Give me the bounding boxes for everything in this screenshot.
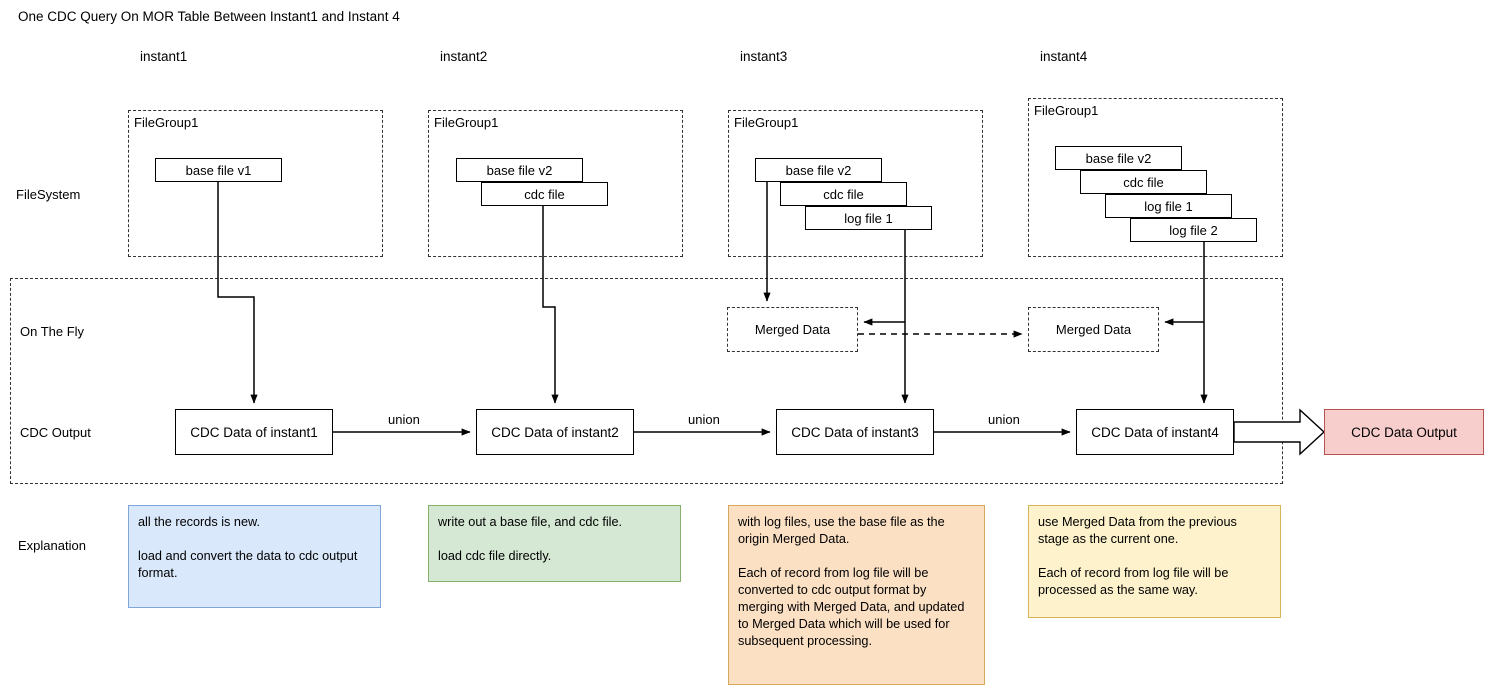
filegroup-container-instant4: FileGroup1	[1028, 98, 1283, 257]
explanation-note-instant4: use Merged Data from the previous stage …	[1028, 505, 1281, 618]
filegroup-label: FileGroup1	[734, 115, 799, 130]
row-label-on-the-fly: On The Fly	[20, 324, 85, 339]
column-label-instant4: instant4	[1040, 49, 1088, 64]
cdc-data-box-instant4[interactable]: CDC Data of instant4	[1076, 409, 1234, 455]
cdc-data-box-instant3[interactable]: CDC Data of instant3	[776, 409, 934, 455]
filegroup-container-instant1: FileGroup1	[128, 110, 383, 257]
column-label-instant1: instant1	[140, 49, 188, 64]
file-box-cdc-file[interactable]: cdc file	[1080, 170, 1207, 194]
cdc-data-box-instant2[interactable]: CDC Data of instant2	[476, 409, 634, 455]
row-label-cdc-output: CDC Output	[20, 425, 91, 440]
explanation-note-instant1: all the records is new. load and convert…	[128, 505, 381, 608]
union-label-3: union	[988, 412, 1020, 427]
file-box-cdc-file[interactable]: cdc file	[481, 182, 608, 206]
file-box-base-file-v2[interactable]: base file v2	[456, 158, 583, 182]
explanation-note-instant3: with log files, use the base file as the…	[728, 505, 985, 685]
file-box-base-file-v2[interactable]: base file v2	[755, 158, 882, 182]
filegroup-container-instant3: FileGroup1	[728, 110, 983, 257]
cdc-data-output-box[interactable]: CDC Data Output	[1324, 409, 1484, 455]
file-box-cdc-file[interactable]: cdc file	[780, 182, 907, 206]
cdc-data-box-instant1[interactable]: CDC Data of instant1	[175, 409, 333, 455]
file-box-log-file-2[interactable]: log file 2	[1130, 218, 1257, 242]
filegroup-label: FileGroup1	[1034, 103, 1099, 118]
file-box-base-file-v2[interactable]: base file v2	[1055, 146, 1182, 170]
row-label-explanation: Explanation	[18, 538, 86, 553]
column-label-instant2: instant2	[440, 49, 488, 64]
row-label-filesystem: FileSystem	[16, 187, 81, 202]
file-box-base-file-v1[interactable]: base file v1	[155, 158, 282, 182]
union-label-1: union	[388, 412, 420, 427]
filegroup-label: FileGroup1	[434, 115, 499, 130]
explanation-note-instant2: write out a base file, and cdc file. loa…	[428, 505, 681, 582]
file-box-log-file-1[interactable]: log file 1	[805, 206, 932, 230]
union-label-2: union	[688, 412, 720, 427]
page-title: One CDC Query On MOR Table Between Insta…	[18, 9, 400, 24]
file-box-log-file-1[interactable]: log file 1	[1105, 194, 1232, 218]
merged-data-box-instant3[interactable]: Merged Data	[727, 307, 858, 352]
column-label-instant3: instant3	[740, 49, 788, 64]
processing-container	[10, 278, 1283, 484]
merged-data-box-instant4[interactable]: Merged Data	[1028, 307, 1159, 352]
filegroup-label: FileGroup1	[134, 115, 199, 130]
